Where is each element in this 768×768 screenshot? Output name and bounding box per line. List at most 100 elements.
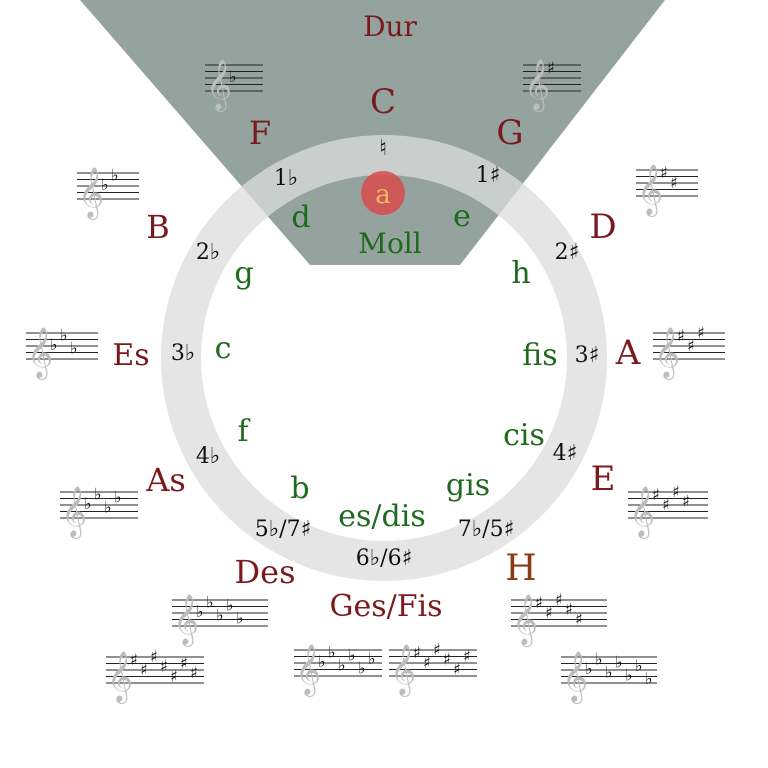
treble-clef-icon: 𝄞 xyxy=(107,651,133,704)
flat-icon: ♭ xyxy=(216,605,224,624)
flat-icon: ♭ xyxy=(60,325,68,344)
staff-Des: 𝄞♭♭♭♭♭ xyxy=(172,592,268,647)
major-key-4: E xyxy=(591,459,616,499)
major-key-2: D xyxy=(589,207,616,247)
sharp-icon: ♯ xyxy=(652,485,660,504)
sharp-icon: ♯ xyxy=(575,609,583,628)
sharp-icon: ♯ xyxy=(413,643,421,662)
signature-count-8: 4♭ xyxy=(196,444,220,469)
flat-icon: ♭ xyxy=(101,175,109,194)
sharp-icon: ♯ xyxy=(697,323,705,342)
major-key-11: F xyxy=(249,114,271,152)
sharp-icon: ♯ xyxy=(662,495,670,514)
sharp-icon: ♯ xyxy=(565,600,573,619)
flat-icon: ♭ xyxy=(50,335,58,354)
treble-clef-icon: 𝄞 xyxy=(78,167,104,220)
sharp-icon: ♯ xyxy=(463,646,471,665)
flat-icon: ♭ xyxy=(625,666,633,685)
treble-clef-icon: 𝄞 xyxy=(629,486,655,539)
treble-clef-icon: 𝄞 xyxy=(27,327,53,380)
sharp-icon: ♯ xyxy=(150,647,158,666)
minor-key-9: c xyxy=(215,331,232,366)
flat-icon: ♭ xyxy=(358,659,366,678)
minor-key-5: gis xyxy=(446,468,490,503)
current-key-marker xyxy=(361,171,405,215)
flat-icon: ♭ xyxy=(338,655,346,674)
sharp-icon: ♯ xyxy=(545,603,553,622)
sharp-icon: ♯ xyxy=(433,640,441,659)
staff-Fis: 𝄞♯♯♯♯♯♯ xyxy=(389,640,477,697)
sharp-icon: ♯ xyxy=(687,336,695,355)
flat-icon: ♭ xyxy=(226,596,234,615)
flat-icon: ♭ xyxy=(229,67,237,86)
sharp-icon: ♯ xyxy=(170,666,178,685)
major-key-0: C xyxy=(370,82,396,122)
sharp-icon: ♯ xyxy=(555,590,563,609)
staff-Cis: 𝄞♯♯♯♯♯♯♯ xyxy=(106,647,204,704)
signature-count-3: 3♯ xyxy=(575,343,600,368)
treble-clef-icon: 𝄞 xyxy=(61,486,87,539)
signature-count-4: 4♯ xyxy=(553,441,578,466)
staff-B: 𝄞♭♭ xyxy=(77,165,139,220)
sharp-icon: ♯ xyxy=(535,593,543,612)
staff-G: 𝄞♯ xyxy=(523,58,581,112)
staff-Ces: 𝄞♭♭♭♭♭♭♭ xyxy=(561,649,657,704)
signature-count-2: 2♯ xyxy=(555,240,580,265)
flat-icon: ♭ xyxy=(111,165,119,184)
flat-icon: ♭ xyxy=(615,653,623,672)
signature-count-0: ♮ xyxy=(379,136,387,161)
minor-key-0: a xyxy=(375,180,391,210)
sharp-icon: ♯ xyxy=(443,650,451,669)
key-ring xyxy=(161,135,607,581)
signature-count-7: 5♭/7♯ xyxy=(255,517,311,542)
sharp-icon: ♯ xyxy=(140,660,148,679)
treble-clef-icon: 𝄞 xyxy=(524,59,550,112)
major-key-9: Es xyxy=(112,338,149,373)
moll-label: Moll xyxy=(358,227,421,260)
flat-icon: ♭ xyxy=(585,659,593,678)
sharp-icon: ♯ xyxy=(190,663,198,682)
flat-icon: ♭ xyxy=(605,662,613,681)
signature-count-6: 6♭/6♯ xyxy=(356,546,412,571)
staff-H: 𝄞♯♯♯♯♯ xyxy=(511,590,607,647)
minor-key-10: g xyxy=(234,256,253,291)
flat-icon: ♭ xyxy=(196,602,204,621)
signature-count-10: 2♭ xyxy=(196,240,220,265)
flat-icon: ♭ xyxy=(645,669,653,688)
signature-count-1: 1♯ xyxy=(476,163,501,188)
flat-icon: ♭ xyxy=(328,642,336,661)
flat-icon: ♭ xyxy=(595,649,603,668)
minor-key-6: es/dis xyxy=(338,499,425,534)
signature-count-9: 3♭ xyxy=(171,341,195,366)
major-key-7: Des xyxy=(234,553,295,591)
staff-E: 𝄞♯♯♯♯ xyxy=(628,482,708,539)
signature-count-11: 1♭ xyxy=(274,166,298,191)
sharp-icon: ♯ xyxy=(670,173,678,192)
sharp-icon: ♯ xyxy=(660,163,668,182)
staff-Es: 𝄞♭♭♭ xyxy=(26,325,98,380)
major-key-1: G xyxy=(496,113,523,153)
flat-icon: ♭ xyxy=(368,649,376,668)
major-key-10: B xyxy=(146,208,170,246)
flat-icon: ♭ xyxy=(635,656,643,675)
treble-clef-icon: 𝄞 xyxy=(654,327,680,380)
minor-key-1: e xyxy=(453,199,471,234)
flat-icon: ♭ xyxy=(236,609,244,628)
staff-Ges: 𝄞♭♭♭♭♭♭ xyxy=(294,642,382,697)
treble-clef-icon: 𝄞 xyxy=(637,164,663,217)
flat-icon: ♭ xyxy=(84,494,92,513)
sharp-icon: ♯ xyxy=(130,650,138,669)
sharp-icon: ♯ xyxy=(423,653,431,672)
flat-icon: ♭ xyxy=(348,646,356,665)
key-signature-staves: 𝄞♭𝄞♯𝄞♭♭𝄞♯♯𝄞♭♭♭𝄞♯♯♯𝄞♭♭♭♭𝄞♯♯♯♯𝄞♭♭♭♭♭𝄞♯♯♯♯♯… xyxy=(26,58,725,704)
minor-key-3: fis xyxy=(522,338,557,373)
major-key-3: A xyxy=(615,333,641,373)
minor-key-2: h xyxy=(511,256,530,291)
treble-clef-icon: 𝄞 xyxy=(295,644,321,697)
signature-count-5: 7♭/5♯ xyxy=(458,517,514,542)
staff-F: 𝄞♭ xyxy=(205,59,263,112)
dur-label: Dur xyxy=(363,10,417,43)
flat-icon: ♭ xyxy=(318,652,326,671)
sharp-icon: ♯ xyxy=(682,492,690,511)
flat-icon: ♭ xyxy=(114,488,122,507)
